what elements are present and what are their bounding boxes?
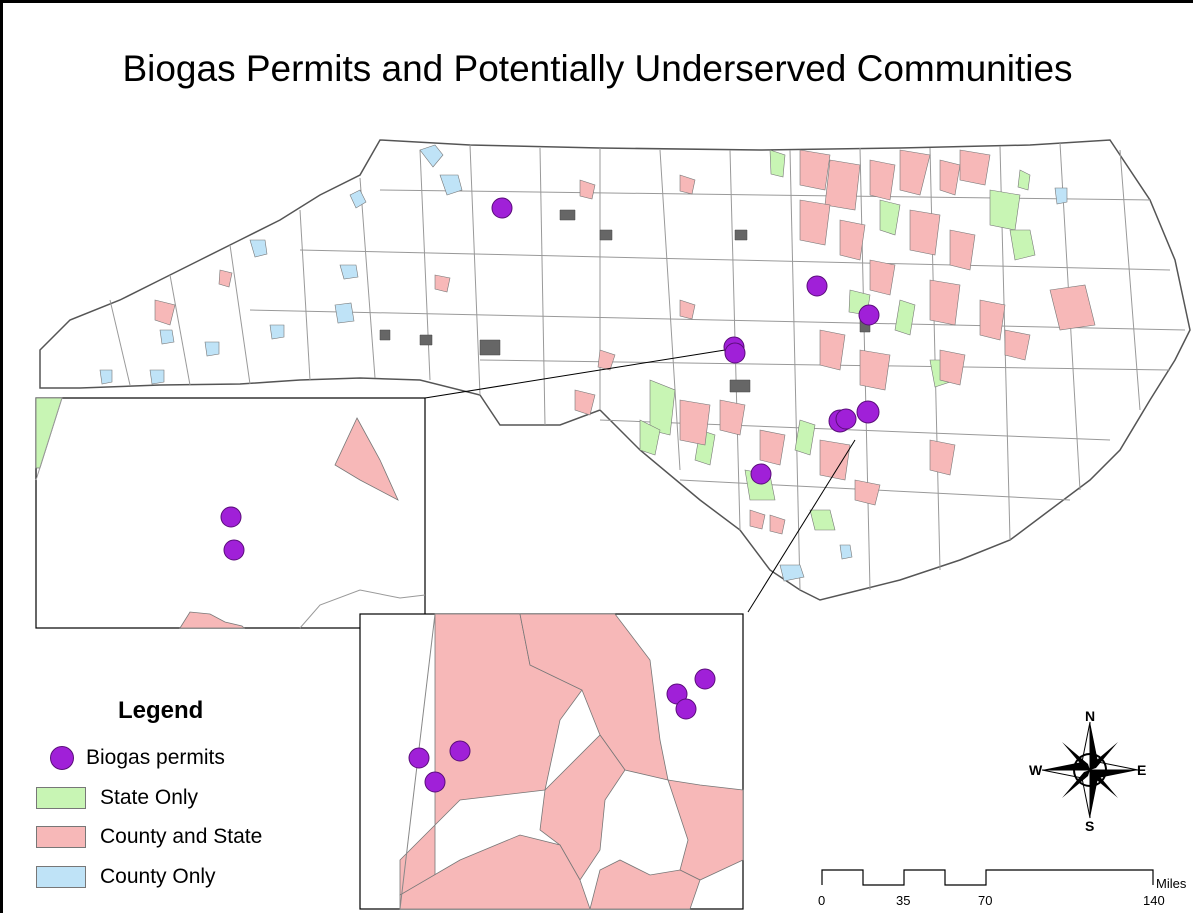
compass-north-label: N (1085, 708, 1096, 724)
legend-item-biogas-permits: Biogas permits (36, 745, 225, 771)
scale-bar (821, 869, 1154, 886)
compass-south-label: S (1085, 818, 1095, 834)
permit-point (694, 668, 716, 690)
scale-tick-70: 70 (978, 893, 993, 908)
legend-label: County Only (100, 865, 216, 888)
permit-point (724, 342, 746, 364)
permit-point (424, 771, 446, 793)
compass-east-label: E (1137, 762, 1147, 778)
legend-item-county-only: County Only (36, 864, 216, 890)
permit-point (675, 698, 697, 720)
county-and-state-swatch (36, 826, 86, 848)
county-only-areas (99, 144, 1068, 582)
map-title: Biogas Permits and Potentially Underserv… (122, 48, 1073, 89)
urban-areas (379, 209, 871, 393)
state-outline (39, 139, 1191, 601)
inset-southeast (359, 613, 744, 910)
legend-item-county-and-state: County and State (36, 824, 262, 850)
scale-tick-0: 0 (818, 893, 826, 908)
state-only-areas (639, 149, 1036, 531)
scale-tick-140: 140 (1143, 893, 1165, 908)
scale-unit-label: Miles (1156, 876, 1187, 891)
compass-rose (1041, 721, 1139, 819)
biogas-permit-points (220, 197, 880, 793)
permit-point (806, 275, 828, 297)
compass-west-label: W (1029, 762, 1043, 778)
legend-label: Biogas permits (86, 746, 225, 769)
county-only-swatch (36, 866, 86, 888)
permit-point (408, 747, 430, 769)
inset-leader-west (424, 349, 726, 399)
state-only-swatch (36, 787, 86, 809)
permit-point-icon (50, 746, 74, 770)
legend-heading: Legend (118, 697, 204, 724)
permit-point (750, 463, 772, 485)
permit-point (856, 400, 880, 424)
permit-point (858, 304, 880, 326)
inset-leader-southeast (747, 439, 856, 613)
permit-point (491, 197, 513, 219)
permit-point (223, 539, 245, 561)
permit-point (220, 506, 242, 528)
scale-tick-35: 35 (896, 893, 911, 908)
permit-point (449, 740, 471, 762)
county-and-state-areas (154, 149, 1096, 535)
legend-label: State Only (100, 786, 199, 809)
legend-item-state-only: State Only (36, 785, 198, 811)
permit-point (835, 408, 857, 430)
legend-label: County and State (100, 825, 263, 848)
